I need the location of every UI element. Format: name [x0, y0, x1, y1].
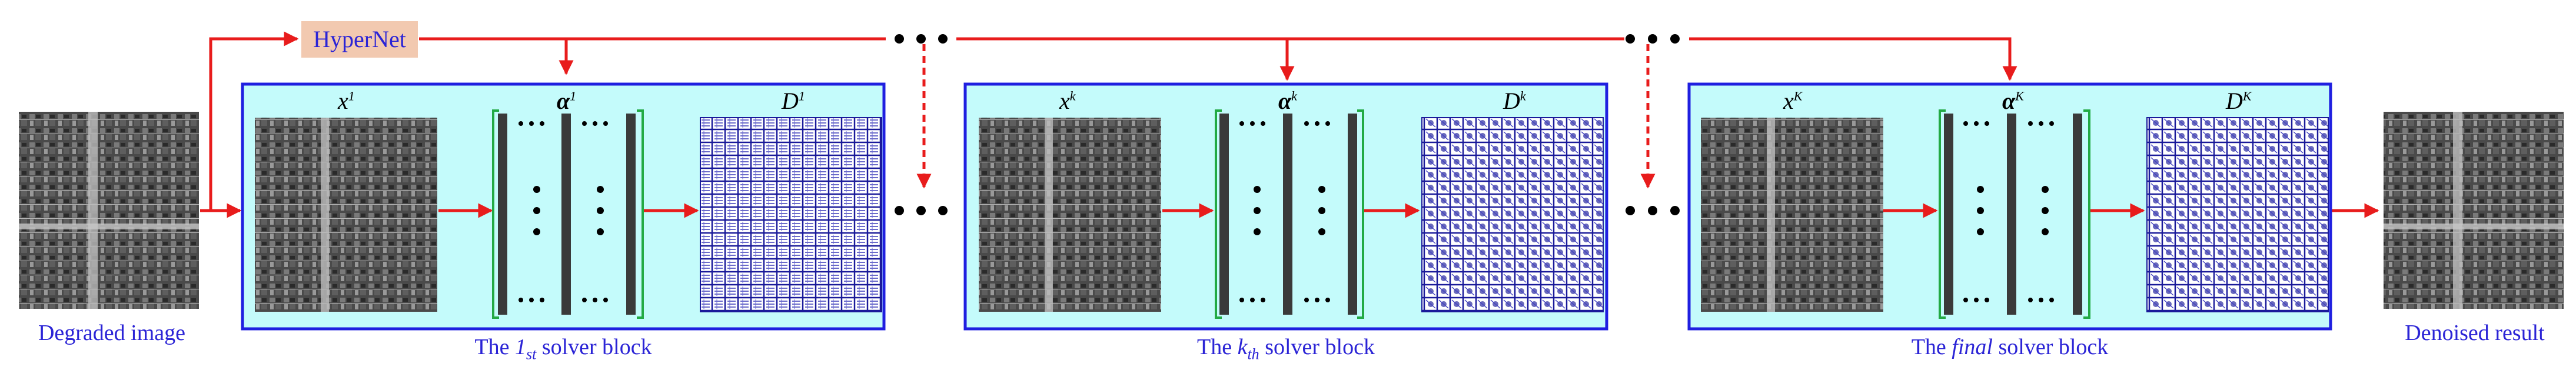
- ellipsis-middle: [895, 206, 1680, 215]
- alpha-label-block-1: α1: [557, 88, 577, 114]
- dict-label-block-k: Dk: [1503, 88, 1526, 114]
- block-final-caption: The final solver block: [1911, 335, 2109, 359]
- degraded-image: [19, 112, 199, 309]
- input-caption: Degraded image: [38, 321, 186, 345]
- solver-block-k: [963, 82, 1608, 331]
- block-1-caption: The 1st solver block: [474, 335, 652, 363]
- alpha-label-block-final: αK: [2002, 88, 2024, 114]
- solver-block-final: [1687, 82, 2332, 331]
- dict-label-block-final: DK: [2226, 88, 2252, 114]
- x-label-block-1: x1: [338, 88, 355, 114]
- dict-label-block-1: D1: [782, 88, 805, 114]
- block-k-caption: The kth solver block: [1197, 335, 1375, 363]
- alpha-label-block-k: αk: [1278, 88, 1297, 114]
- x-label-block-k: xk: [1059, 88, 1076, 114]
- output-caption: Denoised result: [2405, 321, 2545, 345]
- ellipsis-top: [895, 34, 1680, 44]
- solver-block-1: [241, 82, 886, 331]
- denoised-image: [2384, 112, 2564, 309]
- hypernet-box: HyperNet: [301, 21, 418, 58]
- x-label-block-final: xK: [1783, 88, 1803, 114]
- hypernet-feed-arrows: [209, 31, 2017, 211]
